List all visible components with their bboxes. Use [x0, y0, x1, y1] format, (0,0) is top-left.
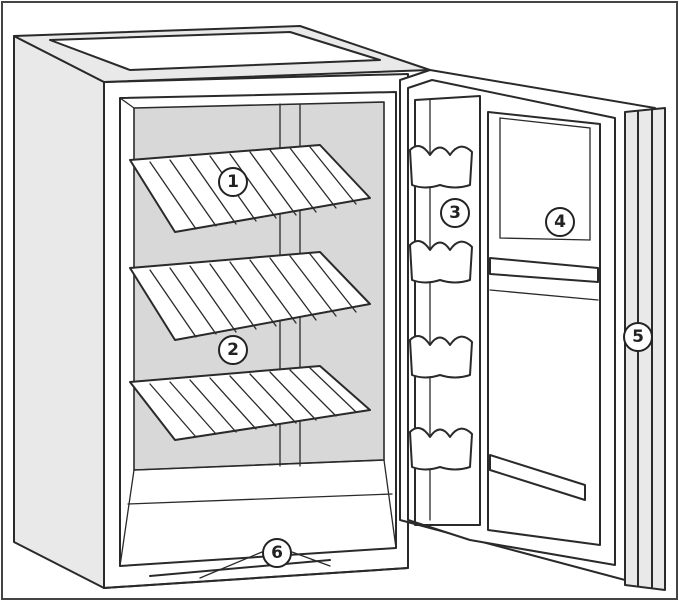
callout-5: 5: [623, 322, 653, 352]
callout-6-leaders: [199, 551, 331, 579]
door: [399, 69, 666, 591]
callout-2: 2: [218, 335, 248, 365]
callout-3: 3: [440, 198, 470, 228]
callout-1: 1: [218, 167, 248, 197]
shelf-middle: [129, 251, 371, 341]
shelf-bottom: [129, 365, 371, 441]
callout-4: 4: [545, 207, 575, 237]
shelf-top: [129, 144, 371, 233]
bottle-holders: [409, 145, 473, 471]
callout-6: 6: [262, 538, 292, 568]
